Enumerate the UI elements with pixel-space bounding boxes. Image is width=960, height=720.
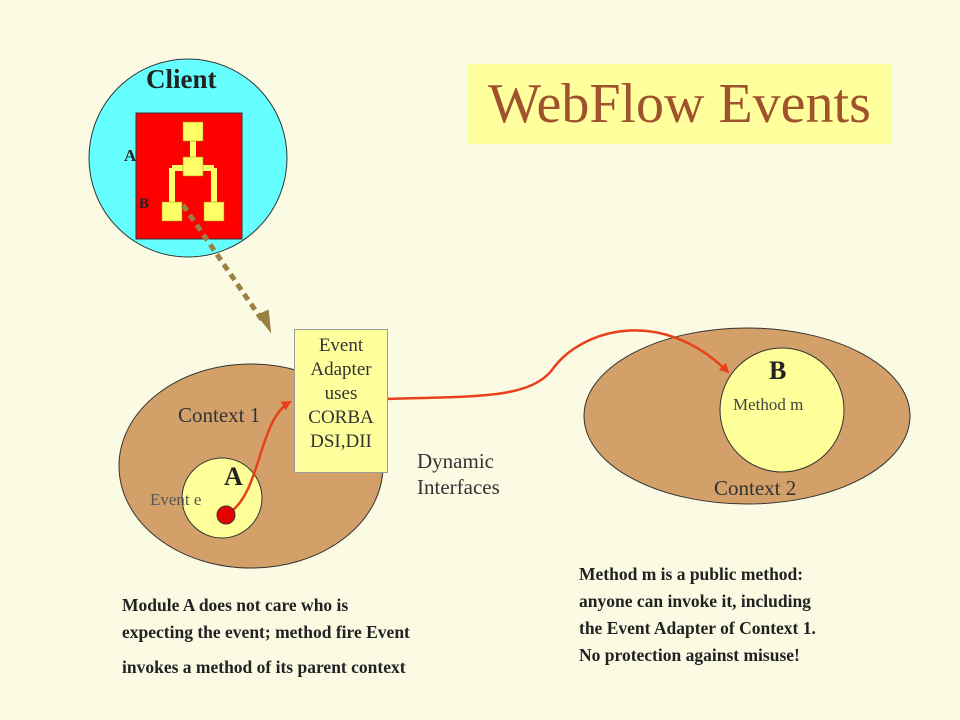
client-node-a-label: A: [124, 146, 137, 165]
event-label: Event e: [150, 490, 202, 509]
module-b-label: B: [769, 356, 787, 385]
note-line: No protection against misuse!: [579, 645, 800, 665]
dynamic-interfaces-label: Dynamic Interfaces: [417, 448, 500, 500]
note-line: the Event Adapter of Context 1.: [579, 618, 816, 638]
context2-label: Context 2: [714, 476, 797, 500]
event-dot: [216, 505, 236, 525]
event-adapter-box: Event Adapter uses CORBA DSI,DII: [294, 329, 388, 473]
dynamic-line: Dynamic: [417, 449, 494, 473]
page-title: WebFlow Events: [488, 73, 871, 135]
module-b-circle: [719, 347, 845, 473]
workflow-tree-icon: [161, 121, 225, 222]
invoke-arrow: [385, 329, 730, 401]
note-line: invokes a method of its parent context: [122, 657, 406, 677]
client-node-b-label: B: [139, 196, 150, 212]
title-box: [467, 64, 892, 144]
adapter-line: DSI,DII: [310, 431, 372, 452]
note-left: Module A does not care who is expecting …: [122, 592, 410, 681]
client-label: Client: [146, 64, 217, 94]
event-arrow: [227, 400, 292, 516]
module-a-circle: [181, 457, 263, 539]
dynamic-line: Interfaces: [417, 475, 500, 499]
dashed-arrow: [180, 203, 272, 334]
note-line: anyone can invoke it, including: [579, 591, 811, 611]
note-line: Module A does not care who is: [122, 595, 349, 615]
adapter-line: Adapter: [310, 359, 372, 380]
note-right: Method m is a public method: anyone can …: [579, 561, 816, 669]
adapter-line: Event: [318, 335, 364, 356]
adapter-line: CORBA: [308, 407, 374, 428]
note-line: Method m is a public method:: [579, 564, 804, 584]
context1-label: Context 1: [178, 403, 261, 427]
note-line: expecting the event; method fire Event: [122, 622, 410, 642]
adapter-line: uses: [324, 383, 358, 404]
module-a-label: A: [224, 462, 243, 491]
method-label: Method m: [733, 395, 804, 414]
